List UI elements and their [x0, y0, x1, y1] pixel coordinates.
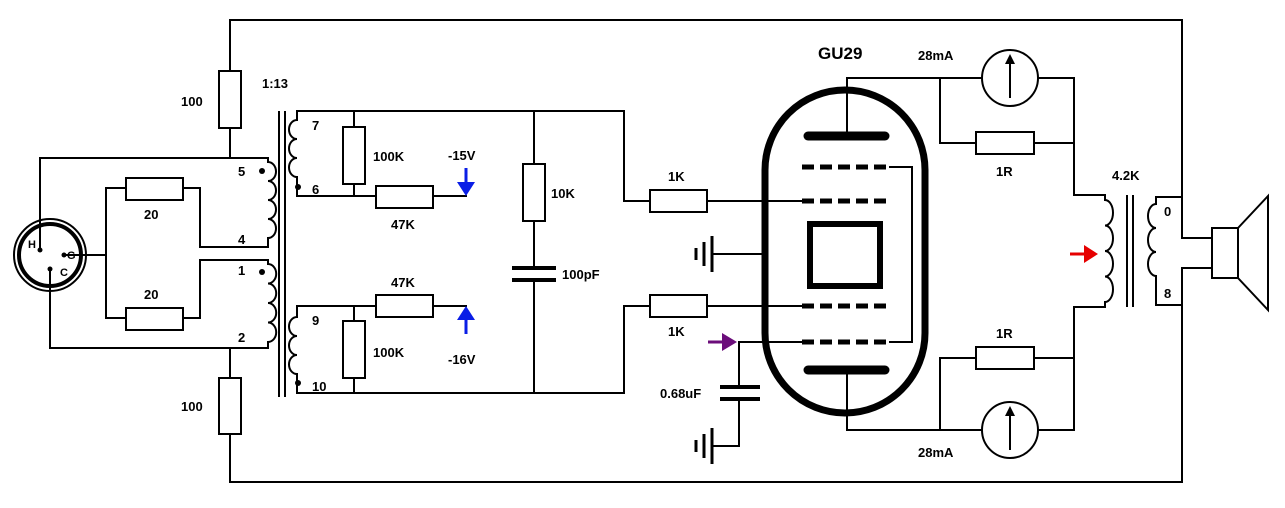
- bias-link-resistor: [522, 163, 546, 222]
- plate-wiring-bottom: [846, 301, 1106, 431]
- screen-bypass-label: 0.68uF: [660, 386, 701, 401]
- meter-top-label: 28mA: [918, 48, 954, 63]
- pin-6-label: 6: [312, 182, 319, 197]
- tube-name: GU29: [818, 44, 862, 63]
- pin-5-label: 5: [238, 164, 245, 179]
- grid-bottom-shunt-label: 100K: [373, 345, 405, 360]
- outer-wiring: [229, 19, 1183, 483]
- input-transformer: [229, 110, 535, 397]
- input-term-resistor-top: [125, 177, 184, 201]
- sense-resistor-bottom-label: 1R: [996, 326, 1013, 341]
- feed-resistor-top: [218, 70, 242, 129]
- b-plus-arrow-icon: [1070, 245, 1098, 263]
- bias-link-label: 10K: [551, 186, 575, 201]
- xlr-cold-label: C: [60, 267, 68, 279]
- pin-9-label: 9: [312, 313, 319, 328]
- feed-resistor-top-label: 100: [181, 94, 203, 109]
- screen-arrow-icon: [708, 333, 737, 351]
- pin-2-label: 2: [238, 330, 245, 345]
- grid-stop-resistor-top: [649, 189, 708, 213]
- grid-bias-wiring: [353, 110, 651, 394]
- pin-1-label: 1: [238, 263, 245, 278]
- grid-top-series-label: 47K: [391, 217, 415, 232]
- meter-bottom-label: 28mA: [918, 445, 954, 460]
- grid-capacitor-label: 100pF: [562, 267, 600, 282]
- pin-4-label: 4: [238, 232, 246, 247]
- input-term-resistor-bottom-label: 20: [144, 287, 158, 302]
- meter-icon: [981, 49, 1039, 107]
- input-term-resistor-bottom: [125, 307, 184, 331]
- grid-bottom-series-label: 47K: [391, 275, 415, 290]
- bias-top-label: -15V: [448, 148, 476, 163]
- feed-resistor-bottom: [218, 377, 242, 435]
- bias-arrow-top-icon: [457, 168, 475, 196]
- sense-resistor-top: [975, 131, 1035, 155]
- bias-bottom-label: -16V: [448, 352, 476, 367]
- ground-icon: [694, 428, 714, 464]
- pin-10-label: 10: [312, 379, 326, 394]
- input-term-resistor-top-label: 20: [144, 207, 158, 222]
- tube-electrodes: [764, 90, 913, 413]
- sense-resistor-top-label: 1R: [996, 164, 1013, 179]
- meter-icon: [981, 401, 1039, 459]
- sense-resistor-bottom: [975, 346, 1035, 370]
- bias-arrow-bottom-icon: [457, 306, 475, 334]
- tube-envelope: [761, 86, 929, 417]
- grid-stop-resistor-bottom: [649, 294, 708, 318]
- grid-stop-bottom-label: 1K: [668, 324, 685, 339]
- xlr-connector-icon: [13, 218, 87, 292]
- speaker-icon: [1211, 193, 1269, 313]
- grid-capacitor: [512, 266, 556, 282]
- pin-7-label: 7: [312, 118, 319, 133]
- input-wiring: [39, 157, 231, 349]
- grid-top-shunt-label: 100K: [373, 149, 405, 164]
- output-impedance-label: 4.2K: [1112, 168, 1140, 183]
- grid-stop-top-label: 1K: [668, 169, 685, 184]
- grid-bottom-series-resistor: [375, 294, 434, 318]
- grid-top-series-resistor: [375, 185, 434, 209]
- plate-wiring-top: [846, 77, 1106, 201]
- output-tap0-label: 0: [1164, 204, 1171, 219]
- output-transformer: [1103, 195, 1213, 307]
- grid-top-shunt-resistor: [342, 126, 366, 185]
- xlr-hot-label: H: [28, 239, 36, 251]
- grid-bottom-shunt-resistor: [342, 320, 366, 379]
- feed-resistor-bottom-label: 100: [181, 399, 203, 414]
- input-transformer-ratio: 1:13: [262, 76, 288, 91]
- output-tap8-label: 8: [1164, 286, 1171, 301]
- screen-bypass-wiring: [711, 341, 766, 447]
